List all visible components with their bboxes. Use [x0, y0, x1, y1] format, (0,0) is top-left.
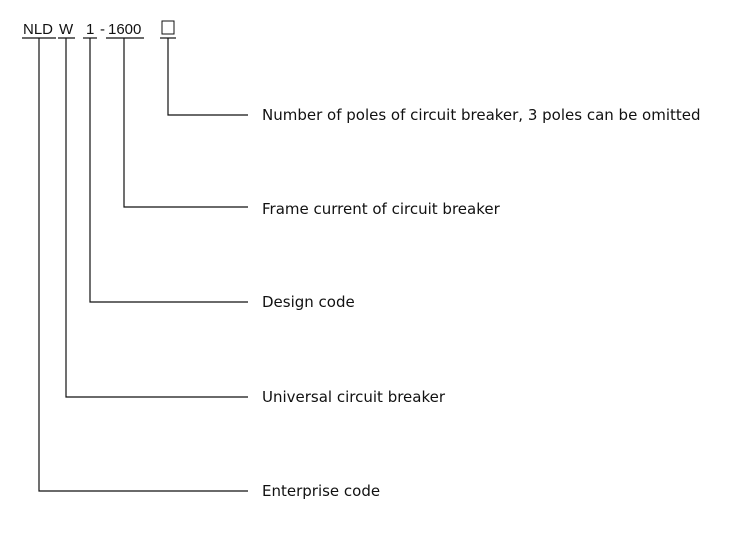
poles-placeholder-box: [161, 20, 175, 35]
enterprise-code-segment: NLD: [23, 21, 53, 38]
dash-separator: -: [100, 21, 105, 38]
model-code: NLD W 1 - 1600: [23, 20, 175, 38]
poles-leader-line: [167, 38, 248, 116]
design-code-description: Design code: [262, 293, 355, 311]
type-code-segment: W: [59, 21, 74, 38]
frame-current-leader-line: [123, 38, 248, 208]
enterprise-code-description: Enterprise code: [262, 482, 380, 500]
design-code-segment: 1: [86, 21, 94, 38]
frame-current-segment: 1600: [108, 21, 141, 38]
leader-lines: [38, 38, 248, 492]
callout-labels: Number of poles of circuit breaker, 3 po…: [262, 106, 701, 500]
universal-leader-line: [65, 38, 248, 398]
universal-breaker-description: Universal circuit breaker: [262, 388, 446, 406]
design-leader-line: [89, 38, 248, 303]
frame-current-description: Frame current of circuit breaker: [262, 200, 501, 218]
enterprise-leader-line: [38, 38, 248, 492]
poles-description: Number of poles of circuit breaker, 3 po…: [262, 106, 701, 124]
